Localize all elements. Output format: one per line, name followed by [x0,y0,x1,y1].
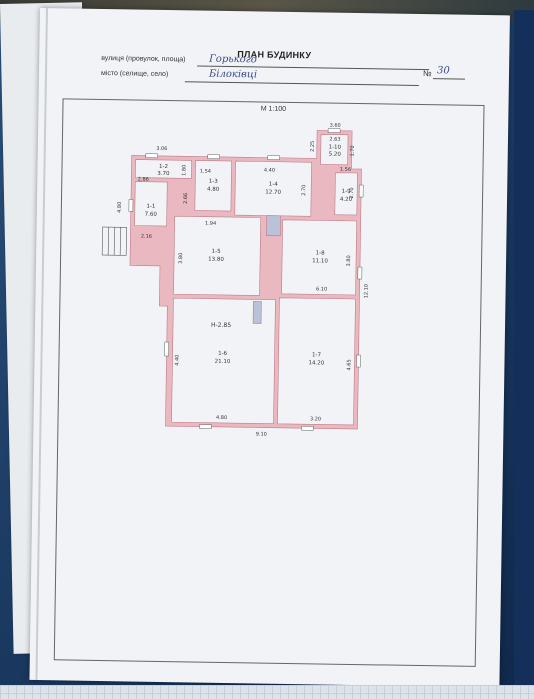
dimension-labels: 3.06 2.86 4.80 2.16 1.54 2.66 1.80 4.40 … [117,123,370,438]
street-value: Горького [209,53,257,66]
room-1-2-id: 1-2 [159,164,168,170]
room-1-2-area: 3.70 [157,171,170,177]
city-label: місто (селище, село) [100,69,169,79]
room-1-8-id: 1-8 [316,250,326,256]
room-1-5-id: 1-5 [212,249,222,255]
dim-1-94: 1.94 [205,221,216,227]
room-1-9-id: 1-9 [342,189,352,195]
number-label: № [422,69,432,79]
dim-9-10: 9.10 [256,431,267,437]
dim-1-54: 1.54 [200,169,211,175]
folder-edge [514,10,534,690]
dim-4-80: 4.80 [117,202,123,213]
dim-12-10: 12.10 [363,284,369,298]
dim-3-60: 3.60 [330,123,341,129]
dim-3-80-b: 3.80 [346,255,352,266]
room-1-3-area: 4.80 [207,187,220,193]
ceiling-height: Н-2.85 [211,322,231,329]
room-1-4-id: 1-4 [269,182,279,188]
room-1-1-area: 7.60 [145,212,158,218]
room-1-4-area: 12.70 [265,190,281,196]
dim-3-80-a: 3.80 [178,253,184,264]
room-1-1-id: 1-1 [146,204,155,210]
room-1-5-area: 13.80 [208,257,224,263]
dim-1-80: 1.80 [181,165,187,176]
dim-6-10: 6.10 [316,286,327,292]
room-labels: 1-1 7.60 1-2 3.70 1-3 4.80 1-4 12.70 1-5… [145,145,353,367]
dim-2-25: 2.25 [310,141,316,152]
outer-walls [129,130,362,430]
closet-block [252,301,262,324]
room-1-6-id: 1-6 [218,351,228,357]
grid-paper-edge [0,685,534,699]
number-value: 30 [436,65,450,77]
walls [129,130,362,430]
dim-2-16: 2.16 [141,234,152,240]
dim-1-56: 1.56 [340,167,351,173]
room-1-9-area: 4.20 [340,197,353,203]
dim-3-06: 3.06 [156,146,167,152]
dim-2-63: 2.63 [329,137,340,143]
porch-steps [101,226,127,256]
city-underline [184,81,419,86]
dim-2-70-a: 2.70 [301,185,307,196]
dim-2-86: 2.86 [138,177,149,183]
room-1-7-area: 14.20 [309,360,325,366]
dim-4-65: 4.65 [346,359,352,370]
number-underline [432,78,465,80]
document-page: ПЛАН БУДИНКУ вулиця (провулок, площа) Го… [29,8,510,688]
room-1-3-id: 1-3 [209,179,219,185]
dim-4-80-b: 4.80 [216,415,227,421]
street-label: вулиця (провулок, площа) [101,54,186,64]
dim-1-70: 1.70 [350,145,356,156]
dim-4-40: 4.40 [264,168,275,174]
room-1-8-area: 11.10 [312,258,328,264]
floor-plan: 1-1 7.60 1-2 3.70 1-3 4.80 1-4 12.70 1-5… [101,123,370,438]
dim-4-40-b: 4.40 [174,355,180,366]
room-1-10-area: 5.20 [329,152,342,158]
stair-block [266,215,282,237]
room-1-10-id: 1-10 [329,145,342,151]
city-value: Білоківці [208,68,258,81]
dim-2-66: 2.66 [183,193,189,204]
room-1-6-area: 21.10 [215,359,231,365]
room-1-7-id: 1-7 [312,352,322,358]
windows [128,128,364,431]
dim-2-70-b: 2.70 [349,187,355,198]
dim-3-20: 3.20 [310,416,321,422]
